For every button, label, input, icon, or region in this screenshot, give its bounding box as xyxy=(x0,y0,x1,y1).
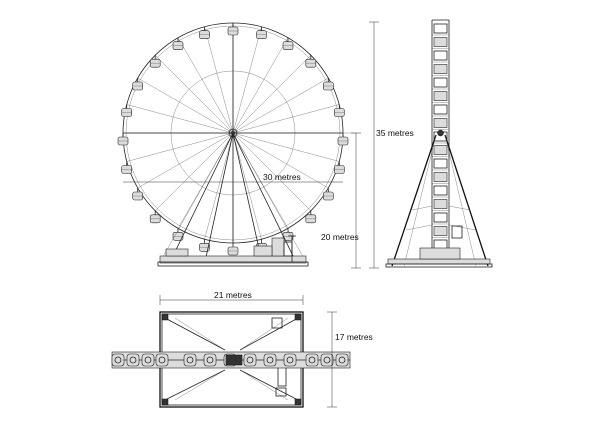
side-gondola xyxy=(433,185,448,196)
side-gondola xyxy=(433,104,448,115)
plan-gondola xyxy=(111,353,125,367)
spoke xyxy=(232,132,311,211)
side-gondola xyxy=(433,145,448,155)
spoke xyxy=(232,104,340,134)
a-frame-support xyxy=(159,132,307,263)
plan-gondola-row xyxy=(111,353,349,367)
gondola xyxy=(282,37,294,51)
gondola xyxy=(305,55,317,68)
plan-gondola xyxy=(155,353,169,367)
depth-label: 17 metres xyxy=(335,332,373,342)
plan-gondola xyxy=(320,353,334,367)
wheel-spokes xyxy=(123,23,343,243)
spoke xyxy=(155,132,234,211)
plan-gondola xyxy=(283,353,297,367)
side-gondola xyxy=(433,91,448,101)
spoke xyxy=(232,26,262,134)
total-height-label: 35 metres xyxy=(376,128,414,138)
plan-gondola xyxy=(203,353,217,367)
gondola xyxy=(333,161,345,174)
plan-gondola xyxy=(305,353,319,367)
side-gondola xyxy=(433,239,448,250)
plan-gondola xyxy=(141,353,155,367)
gondola xyxy=(322,78,334,91)
side-base-platform xyxy=(385,225,493,268)
side-gondola xyxy=(433,64,448,74)
gondola xyxy=(322,188,334,201)
spoke xyxy=(204,132,234,240)
plan-gondola xyxy=(243,353,257,367)
axle-height-label: 20 metres xyxy=(321,232,359,242)
side-support-legs xyxy=(391,134,489,267)
spoke xyxy=(232,132,340,162)
side-gondola xyxy=(433,118,448,128)
gondola xyxy=(337,133,349,146)
side-gondola xyxy=(433,172,448,182)
spoke xyxy=(126,132,234,162)
gondola xyxy=(117,133,129,146)
plan-bracing xyxy=(164,317,299,401)
gondola xyxy=(172,37,184,51)
gondola xyxy=(199,239,210,252)
spoke xyxy=(155,55,234,134)
side-gondola-stack xyxy=(432,23,449,252)
side-gondola xyxy=(433,226,448,236)
spoke xyxy=(232,37,289,134)
gondola xyxy=(132,188,143,201)
diameter-label: 30 metres xyxy=(263,172,301,182)
plan-gondola xyxy=(263,353,277,367)
gondola xyxy=(333,104,345,117)
spoke xyxy=(126,104,234,134)
side-gondola xyxy=(433,23,448,34)
gondola xyxy=(305,210,317,224)
base-platform xyxy=(157,235,309,267)
gondola xyxy=(149,55,161,68)
side-gondola xyxy=(433,37,448,47)
spoke xyxy=(177,37,234,134)
spoke xyxy=(137,132,234,189)
plan-gondola xyxy=(183,353,197,367)
side-elevation-view xyxy=(385,19,493,268)
gondola xyxy=(121,161,132,174)
plan-gondola xyxy=(335,353,349,367)
side-gondola xyxy=(433,199,448,209)
plan-view xyxy=(111,311,351,408)
gondola xyxy=(199,26,210,40)
gondola xyxy=(256,26,267,40)
gondola xyxy=(227,23,239,36)
side-gondola xyxy=(433,50,448,61)
spoke xyxy=(232,132,329,189)
side-hub xyxy=(437,129,444,137)
gondola xyxy=(227,243,239,256)
side-gondola xyxy=(433,212,448,223)
spoke xyxy=(232,77,329,134)
plan-gondola xyxy=(126,353,140,367)
spoke xyxy=(232,55,311,134)
spoke xyxy=(232,132,262,240)
spoke xyxy=(204,26,234,134)
spoke xyxy=(137,77,234,134)
side-gondola xyxy=(433,77,448,88)
gondola xyxy=(149,210,161,224)
side-gondola xyxy=(433,158,448,169)
width-label: 21 metres xyxy=(214,290,252,300)
wheel-hub xyxy=(228,128,238,138)
plan-corner-pads xyxy=(161,313,302,406)
front-elevation-view xyxy=(117,22,349,267)
plan-hub xyxy=(225,354,243,366)
gondola xyxy=(121,104,132,117)
gondola xyxy=(132,78,143,91)
dimension-lines xyxy=(123,21,379,408)
